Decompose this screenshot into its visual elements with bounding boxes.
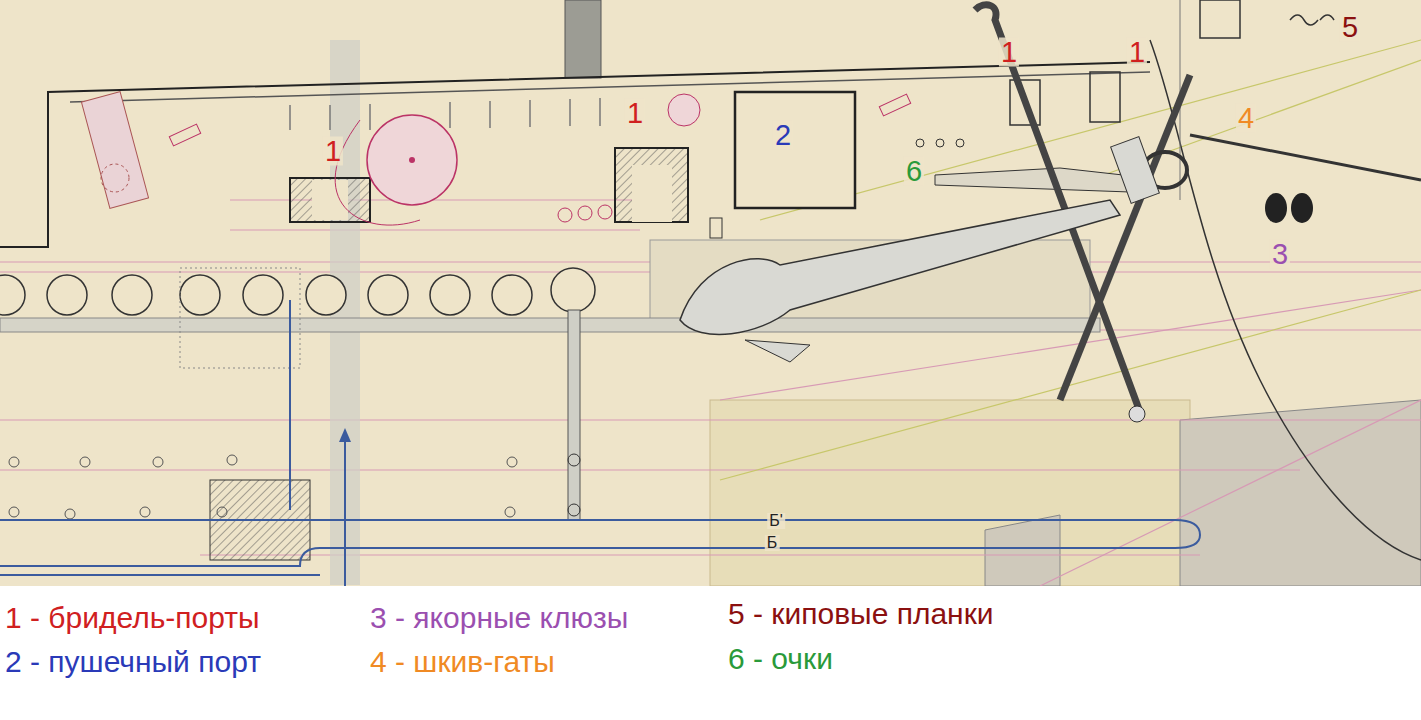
callout-number: Б: [765, 535, 780, 551]
callout-number: 1: [1127, 38, 1147, 67]
ship-drawing: [0, 0, 1421, 586]
callout-number: Б': [767, 513, 785, 529]
legend-entry: 3 - якорные клюзы: [370, 601, 628, 634]
callout-number: 1: [999, 38, 1019, 67]
callout-number: 1: [625, 99, 645, 128]
callout-number: 2: [773, 121, 793, 150]
legend-entry: 4 - шкив-гаты: [370, 645, 555, 678]
legend-entry: 1 - бридель-порты: [5, 601, 260, 634]
callout-number: 5: [1340, 13, 1360, 42]
legend-entry: 5 - киповые планки: [728, 597, 994, 630]
callout-number: 6: [904, 157, 924, 186]
callout-number: 3: [1270, 240, 1290, 269]
callout-number: 1: [323, 137, 343, 166]
legend-entry: 6 - очки: [728, 642, 833, 675]
callout-number: 4: [1236, 104, 1256, 133]
legend-entry: 2 - пушечный порт: [5, 645, 261, 678]
